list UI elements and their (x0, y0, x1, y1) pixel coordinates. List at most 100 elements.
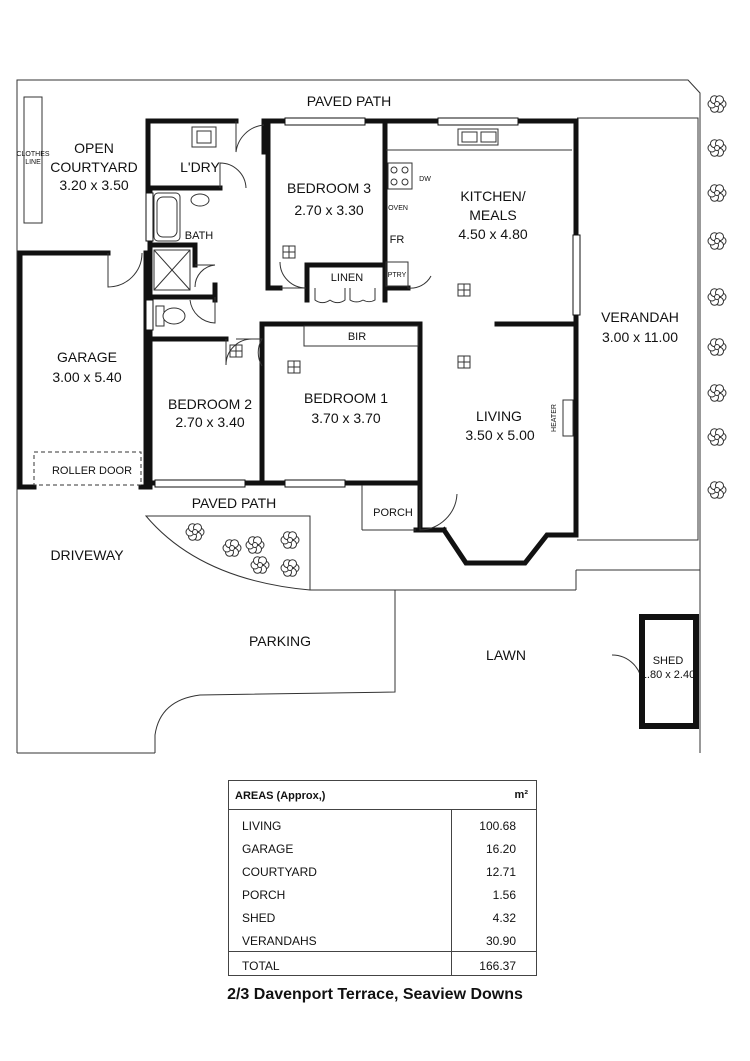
porch-outline (361, 485, 416, 531)
table-row: SHED 4.32 (229, 907, 536, 929)
lawn-label: LAWN (486, 647, 526, 663)
property-address: 2/3 Davenport Terrace, Seaview Downs (227, 986, 523, 1003)
area-value: 30.90 (485, 934, 516, 948)
areas-unit: m² (514, 789, 528, 801)
area-value: 100.68 (479, 819, 516, 833)
floor-plan: PAVED PATH PAVED PATH OPEN COURTYARD 3.2… (16, 79, 727, 754)
laundry-trough (191, 126, 217, 148)
parking-label: PARKING (249, 633, 311, 649)
table-row: PORCH 1.56 (229, 884, 536, 906)
area-name: LIVING (242, 819, 282, 833)
shrub-icon (707, 338, 727, 356)
light-markers (229, 245, 471, 374)
table-row: COURTYARD 12.71 (229, 861, 536, 883)
shrub-icon (707, 481, 727, 499)
shrub-icon (222, 539, 242, 557)
shrub-icon (707, 95, 727, 113)
clothes-line-label-1: CLOTHES (16, 151, 49, 158)
garage-label: GARAGE (57, 349, 117, 365)
areas-column-divider (451, 809, 452, 975)
driveway-label: DRIVEWAY (50, 547, 124, 563)
areas-table-header: AREAS (Approx,) m² (229, 781, 536, 810)
bath-tub (153, 192, 181, 242)
shrub-icon (707, 428, 727, 446)
area-value: 1.56 (492, 888, 516, 902)
oven-label: OVEN (388, 205, 408, 212)
paved-path-top-label: PAVED PATH (307, 93, 392, 109)
total-row: TOTAL 166.37 (229, 955, 536, 977)
linen-label: LINEN (331, 272, 363, 284)
heater-unit (562, 399, 574, 437)
verandah-outline (577, 117, 699, 541)
kitchen-dims: 4.50 x 4.80 (458, 226, 527, 242)
shrub-icon (245, 536, 265, 554)
shed-walls (639, 614, 699, 729)
areas-table: AREAS (Approx,) m² LIVING 100.68 GARAGE … (228, 780, 537, 976)
area-name: PORCH (242, 888, 286, 902)
kitchen-label-1: KITCHEN/ (460, 188, 525, 204)
living-dims: 3.50 x 5.00 (465, 427, 534, 443)
open-courtyard-label: OPEN (74, 140, 114, 156)
area-name: GARAGE (242, 842, 294, 856)
roller-door-label: ROLLER DOOR (52, 465, 132, 477)
verandah-dims: 3.00 x 11.00 (602, 329, 678, 345)
courtyard-dims: 3.20 x 3.50 (59, 177, 128, 193)
bedroom2-dims: 2.70 x 3.40 (175, 414, 244, 430)
bedroom3-label: BEDROOM 3 (287, 180, 371, 196)
shrub-icon (707, 288, 727, 306)
table-row: LIVING 100.68 (229, 815, 536, 837)
shrubs (185, 95, 727, 577)
bir-label: BIR (348, 331, 366, 343)
cooktop-burners (390, 166, 409, 186)
dishwasher-label: DW (419, 176, 431, 183)
pantry-label: PTRY (388, 272, 407, 279)
kitchen-label-2: MEALS (469, 207, 516, 223)
bedroom1-label: BEDROOM 1 (304, 390, 388, 406)
verandah-label: VERANDAH (601, 309, 679, 325)
pantry-box (385, 261, 409, 287)
bedroom2-label: BEDROOM 2 (168, 396, 252, 412)
area-name: VERANDAHS (242, 934, 317, 948)
shrub-icon (185, 523, 205, 541)
total-value: 166.37 (479, 959, 516, 973)
site-boundary (16, 79, 701, 754)
bedroom3-dims: 2.70 x 3.30 (294, 202, 363, 218)
shrub-icon (707, 232, 727, 250)
total-separator (229, 951, 536, 952)
area-value: 12.71 (485, 865, 516, 879)
laundry-trough-inner (196, 130, 212, 144)
windows (145, 117, 581, 488)
vanity-basin (190, 193, 210, 207)
shrub-icon (250, 556, 270, 574)
area-value: 16.20 (485, 842, 516, 856)
living-label: LIVING (476, 408, 522, 424)
area-name: COURTYARD (242, 865, 317, 879)
toilet-bowl (162, 307, 186, 325)
laundry-label: L'DRY (180, 159, 220, 175)
shrub-icon (707, 139, 727, 157)
house-walls (17, 118, 579, 566)
shower-lines (153, 249, 191, 291)
paved-path-bottom-label: PAVED PATH (192, 495, 277, 511)
total-label: TOTAL (242, 959, 280, 973)
shrub-icon (707, 384, 727, 402)
garage-dims: 3.00 x 5.40 (52, 369, 121, 385)
area-name: SHED (242, 911, 276, 925)
courtyard-label: COURTYARD (50, 159, 137, 175)
bath-label: BATH (185, 230, 214, 242)
shed-dims: 1.80 x 2.40 (641, 669, 695, 681)
table-row: VERANDAHS 30.90 (229, 930, 536, 952)
cooktop (387, 162, 413, 190)
area-value: 4.32 (492, 911, 516, 925)
fridge-label: FR (390, 234, 405, 246)
shed-label: SHED (653, 655, 684, 667)
kitchen-sink (457, 128, 499, 146)
table-row: GARAGE 16.20 (229, 838, 536, 860)
bedroom1-dims: 3.70 x 3.70 (311, 410, 380, 426)
porch-label: PORCH (373, 507, 413, 519)
shrub-icon (280, 559, 300, 577)
clothes-line-label-2: LINE (25, 159, 41, 166)
built-in-robe (303, 325, 419, 347)
clothes-line (23, 96, 43, 224)
shrub-icon (707, 184, 727, 202)
